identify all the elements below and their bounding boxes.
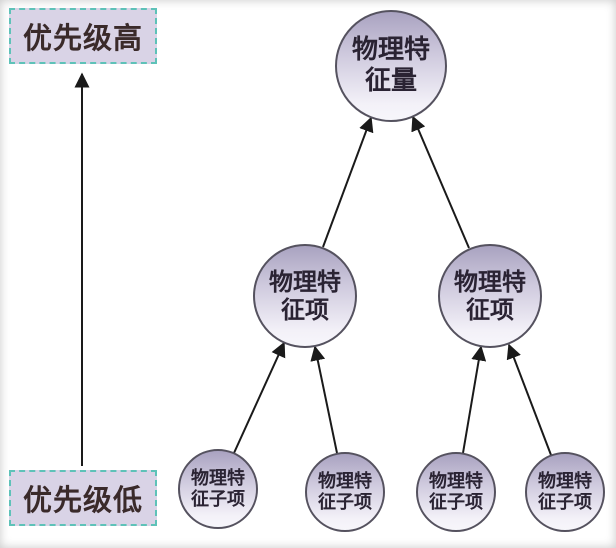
tree-node-item-1: 物理特 征项 (253, 244, 357, 348)
tree-node-item-2-line1: 物理特 (454, 267, 526, 296)
arrow-leaf3-to-mid-right (462, 345, 487, 454)
arrow-leaf4-to-mid-right (506, 343, 552, 456)
arrow-mid-left-to-root (322, 116, 374, 248)
tree-node-subitem-1-line2: 征子项 (191, 489, 245, 510)
tree-node-item-1-line1: 物理特 (269, 267, 341, 296)
arrow-mid-right-to-root (411, 115, 470, 249)
tree-node-root-line1: 物理特 (351, 35, 430, 66)
tree-node-item-2: 物理特 征项 (438, 244, 542, 348)
tree-node-item-2-line2: 征项 (466, 296, 514, 324)
tree-node-subitem-1: 物理特 征子项 (178, 449, 258, 529)
tree-node-subitem-2: 物理特 征子项 (305, 452, 385, 532)
priority-high-box: 优先级高 (9, 8, 157, 64)
tree-node-root-line2: 征量 (364, 66, 417, 96)
tree-node-subitem-2-line1: 物理特 (318, 470, 372, 492)
priority-low-box: 优先级低 (9, 470, 157, 526)
tree-node-subitem-4-line2: 征子项 (538, 492, 592, 513)
tree-node-subitem-3-line2: 征子项 (429, 492, 483, 513)
tree-node-subitem-3: 物理特 征子项 (416, 452, 496, 532)
tree-node-subitem-2-line2: 征子项 (318, 492, 372, 513)
tree-node-item-1-line2: 征项 (281, 296, 329, 324)
priority-low-label: 优先级低 (22, 483, 143, 517)
tree-node-subitem-3-line1: 物理特 (429, 470, 483, 492)
priority-high-label: 优先级高 (22, 21, 143, 55)
tree-node-subitem-4: 物理特 征子项 (525, 452, 605, 532)
tree-node-root: 物理特 征量 (335, 10, 447, 122)
arrow-leaf1-to-mid-left (233, 341, 286, 454)
arrow-leaf2-to-mid-left (310, 345, 338, 454)
tree-node-subitem-1-line1: 物理特 (191, 467, 245, 489)
tree-node-subitem-4-line1: 物理特 (538, 470, 592, 492)
